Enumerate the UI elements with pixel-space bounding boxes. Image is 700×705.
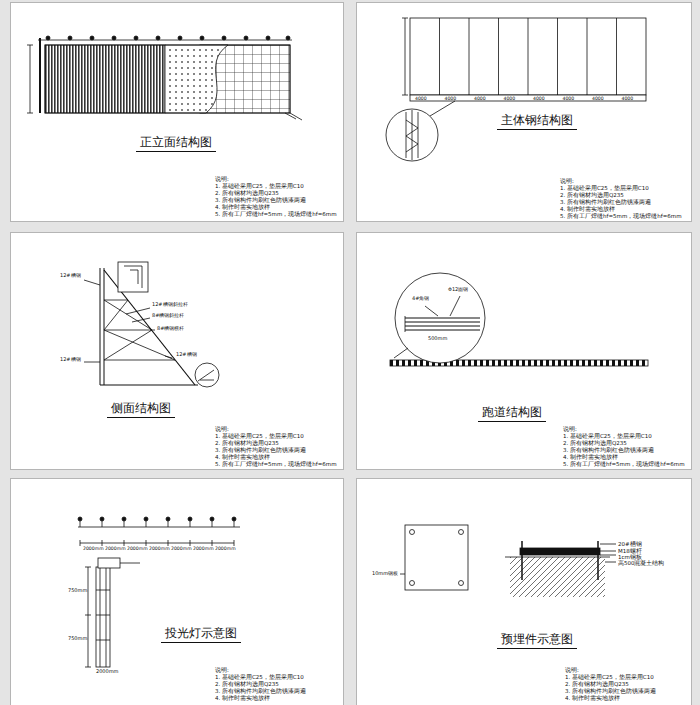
dimension-text: 2000mm — [127, 546, 148, 551]
panel-title: 预埋件示意图 — [497, 632, 577, 649]
note-text: 说明: — [215, 176, 229, 182]
panel-title: 跑道结构图 — [478, 405, 546, 422]
note-text: 说明: — [563, 426, 577, 432]
panel-title: 投光灯示意图 — [161, 626, 241, 643]
part-label: Φ12圆钢 — [448, 287, 468, 293]
note-text: 4. 制作时需实地放样 — [215, 695, 270, 701]
panel-title: 主体钢结构图 — [497, 113, 577, 130]
dimension-text: 500mm — [428, 336, 447, 342]
note-text: 5. 所有工厂焊缝hf=5mm，现场焊缝hf=6mm — [215, 461, 337, 467]
part-label: 高500混凝土结构 — [618, 560, 665, 566]
note-text: 3. 所有钢构件均刷红色防锈漆两遍 — [560, 199, 651, 205]
dimension-text: 750mm — [68, 588, 87, 594]
note-text: 1. 基础砼采用C25，垫层采用C10 — [215, 433, 304, 439]
note-text: 2. 所有钢材均选用Q235 — [215, 681, 279, 687]
part-label: 10mm钢板 — [372, 571, 398, 577]
dimension-text: 2000mm — [171, 546, 192, 551]
dimension-text: 2000mm — [105, 546, 126, 551]
note-text: 4. 制作时需实地放样 — [215, 204, 270, 210]
part-label: 20#槽钢 — [618, 541, 642, 547]
note-text: 4. 制作时需实地放样 — [215, 454, 270, 460]
note-text: 3. 所有钢构件均刷红色防锈漆两遍 — [215, 688, 306, 694]
note-text: 1. 基础砼采用C25，垫层采用C10 — [560, 185, 649, 191]
note-text: 说明: — [560, 178, 574, 184]
dimension-text: 2000mm — [83, 546, 104, 551]
dimension-text: 2000mm — [149, 546, 170, 551]
note-text: 2. 所有钢材均选用Q235 — [565, 681, 629, 687]
part-label: 12#槽钢 — [60, 273, 81, 279]
note-text: 2. 所有钢材均选用Q235 — [563, 440, 627, 446]
part-label: 12#槽钢 — [60, 357, 81, 363]
note-text: 4. 制作时需实地放样 — [560, 206, 615, 212]
part-label: 1cm钢板 — [618, 554, 642, 560]
note-text: 1. 基础砼采用C25，垫层采用C10 — [215, 674, 304, 680]
part-label: 8#槽钢斜拉杆 — [152, 313, 184, 319]
panel-title: 正立面结构图 — [136, 135, 216, 152]
note-text: 3. 所有钢构件均刷红色防锈漆两遍 — [215, 447, 306, 453]
part-label: 8#槽钢横杆 — [157, 326, 184, 332]
dimension-text: 2000mm — [193, 546, 214, 551]
dimension-text: 4000 — [563, 96, 575, 101]
note-text: 5. 所有工厂焊缝hf=5mm，现场焊缝hf=6mm — [215, 211, 337, 217]
dimension-text: 4000 — [415, 96, 427, 101]
note-text: 1. 基础砼采用C25，垫层采用C10 — [563, 433, 652, 439]
dimension-text: 4000 — [622, 96, 634, 101]
note-text: 5. 所有工厂焊缝hf=5mm，现场焊缝hf=6mm — [560, 213, 682, 219]
dimension-text: 4000 — [504, 96, 516, 101]
dimension-text: 2000mm — [96, 669, 118, 675]
part-label: 4#角钢 — [412, 296, 429, 302]
note-text: 1. 基础砼采用C25，垫层采用C10 — [215, 183, 304, 189]
note-text: 2. 所有钢材均选用Q235 — [215, 190, 279, 196]
dimension-text: 4000 — [592, 96, 604, 101]
drawing-panel: 预埋件示意图 — [356, 478, 692, 705]
note-text: 2. 所有钢材均选用Q235 — [215, 440, 279, 446]
dimension-text: 750mm — [68, 636, 87, 642]
dimension-text: 4000 — [445, 96, 457, 101]
dimension-text: 4000 — [474, 96, 486, 101]
part-label: 12#槽钢斜拉杆 — [152, 302, 188, 308]
part-label: 12#槽钢 — [176, 352, 197, 358]
note-text: 说明: — [215, 667, 229, 673]
drawing-panel: 投光灯示意图 — [10, 478, 344, 705]
note-text: 4. 制作时需实地放样 — [563, 454, 618, 460]
part-label: M18螺杆 — [618, 548, 642, 554]
note-text: 3. 所有钢构件均刷红色防锈漆两遍 — [563, 447, 654, 453]
note-text: 3. 所有钢构件均刷红色防锈漆两遍 — [565, 688, 656, 694]
note-text: 5. 所有工厂焊缝hf=5mm，现场焊缝hf=6mm — [563, 461, 685, 467]
note-text: 1. 基础砼采用C25，垫层采用C10 — [565, 674, 654, 680]
note-text: 2. 所有钢材均选用Q235 — [560, 192, 624, 198]
note-text: 说明: — [215, 426, 229, 432]
note-text: 说明: — [565, 667, 579, 673]
dimension-text: 4000 — [533, 96, 545, 101]
note-text: 4. 制作时需实地放样 — [565, 695, 620, 701]
panel-title: 侧面结构图 — [107, 401, 175, 418]
note-text: 3. 所有钢构件均刷红色防锈漆两遍 — [215, 197, 306, 203]
dimension-text: 2000mm — [215, 546, 236, 551]
